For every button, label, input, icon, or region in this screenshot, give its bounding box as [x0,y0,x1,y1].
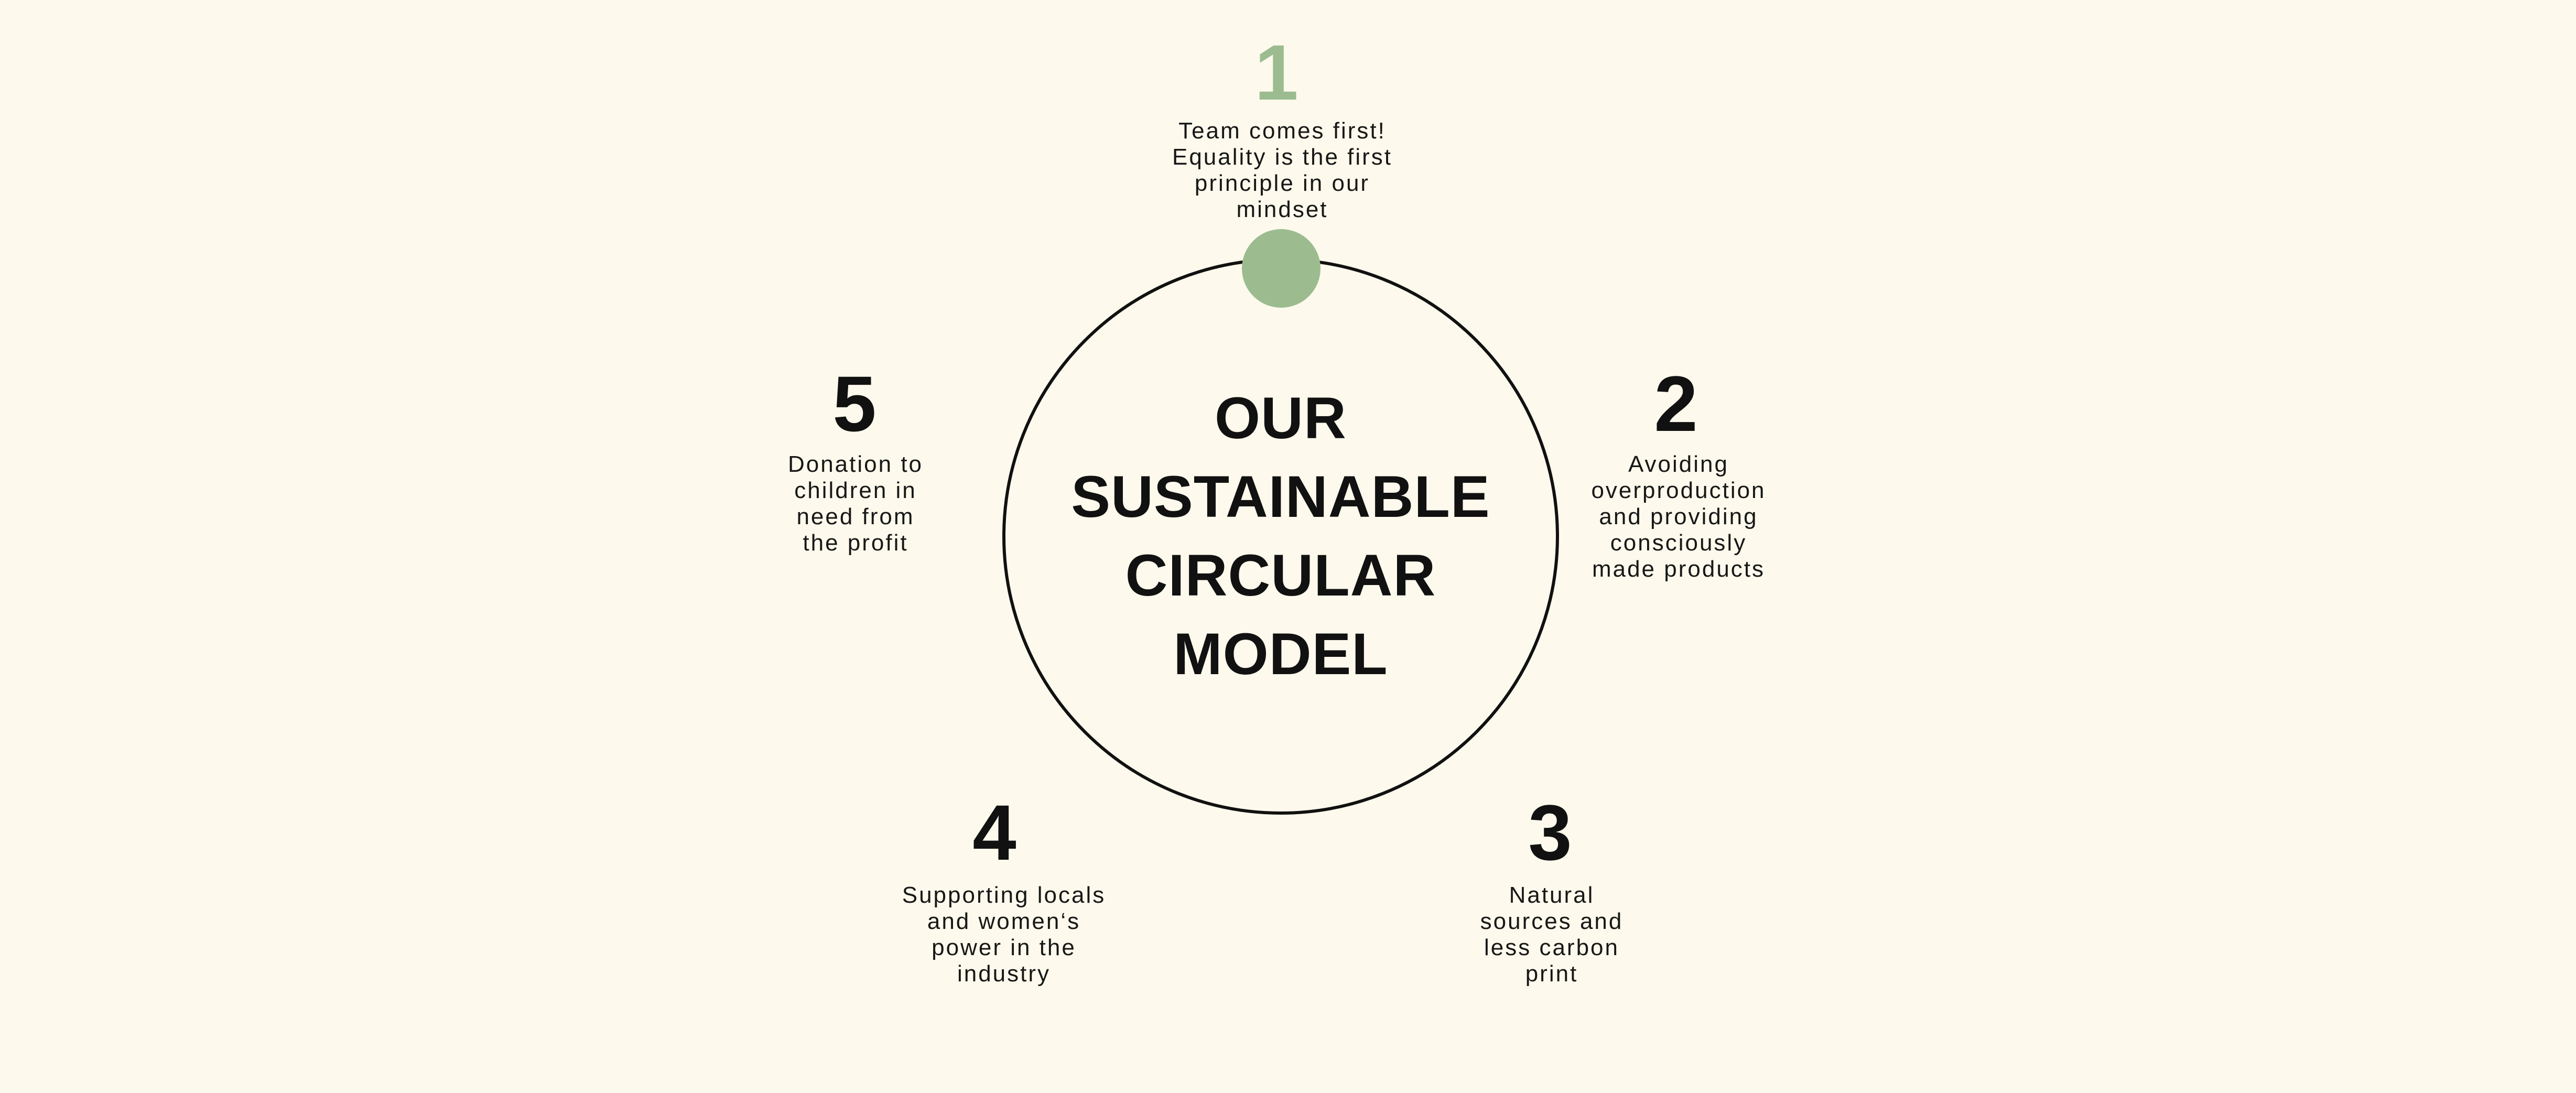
step-1-number: 1 [1254,28,1298,116]
step-5-number: 5 [832,360,876,448]
step-1-marker-dot [1242,229,1321,308]
step-3-description: Natural sources and less carbon print [1480,882,1623,987]
step-3-number: 3 [1528,788,1572,876]
step-2-number: 2 [1654,360,1698,448]
model-title: OUR SUSTAINABLE CIRCULAR MODEL [1071,385,1490,687]
step-1-description: Team comes first! Equality is the first … [1172,118,1393,222]
step-2-description: Avoiding overproduction and providing co… [1591,451,1766,582]
step-4-number: 4 [972,788,1016,876]
step-4-description: Supporting locals and women‘s power in t… [902,882,1106,987]
step-5-description: Donation to children in need from the pr… [787,451,924,556]
model-circle: OUR SUSTAINABLE CIRCULAR MODEL [1002,258,1559,815]
